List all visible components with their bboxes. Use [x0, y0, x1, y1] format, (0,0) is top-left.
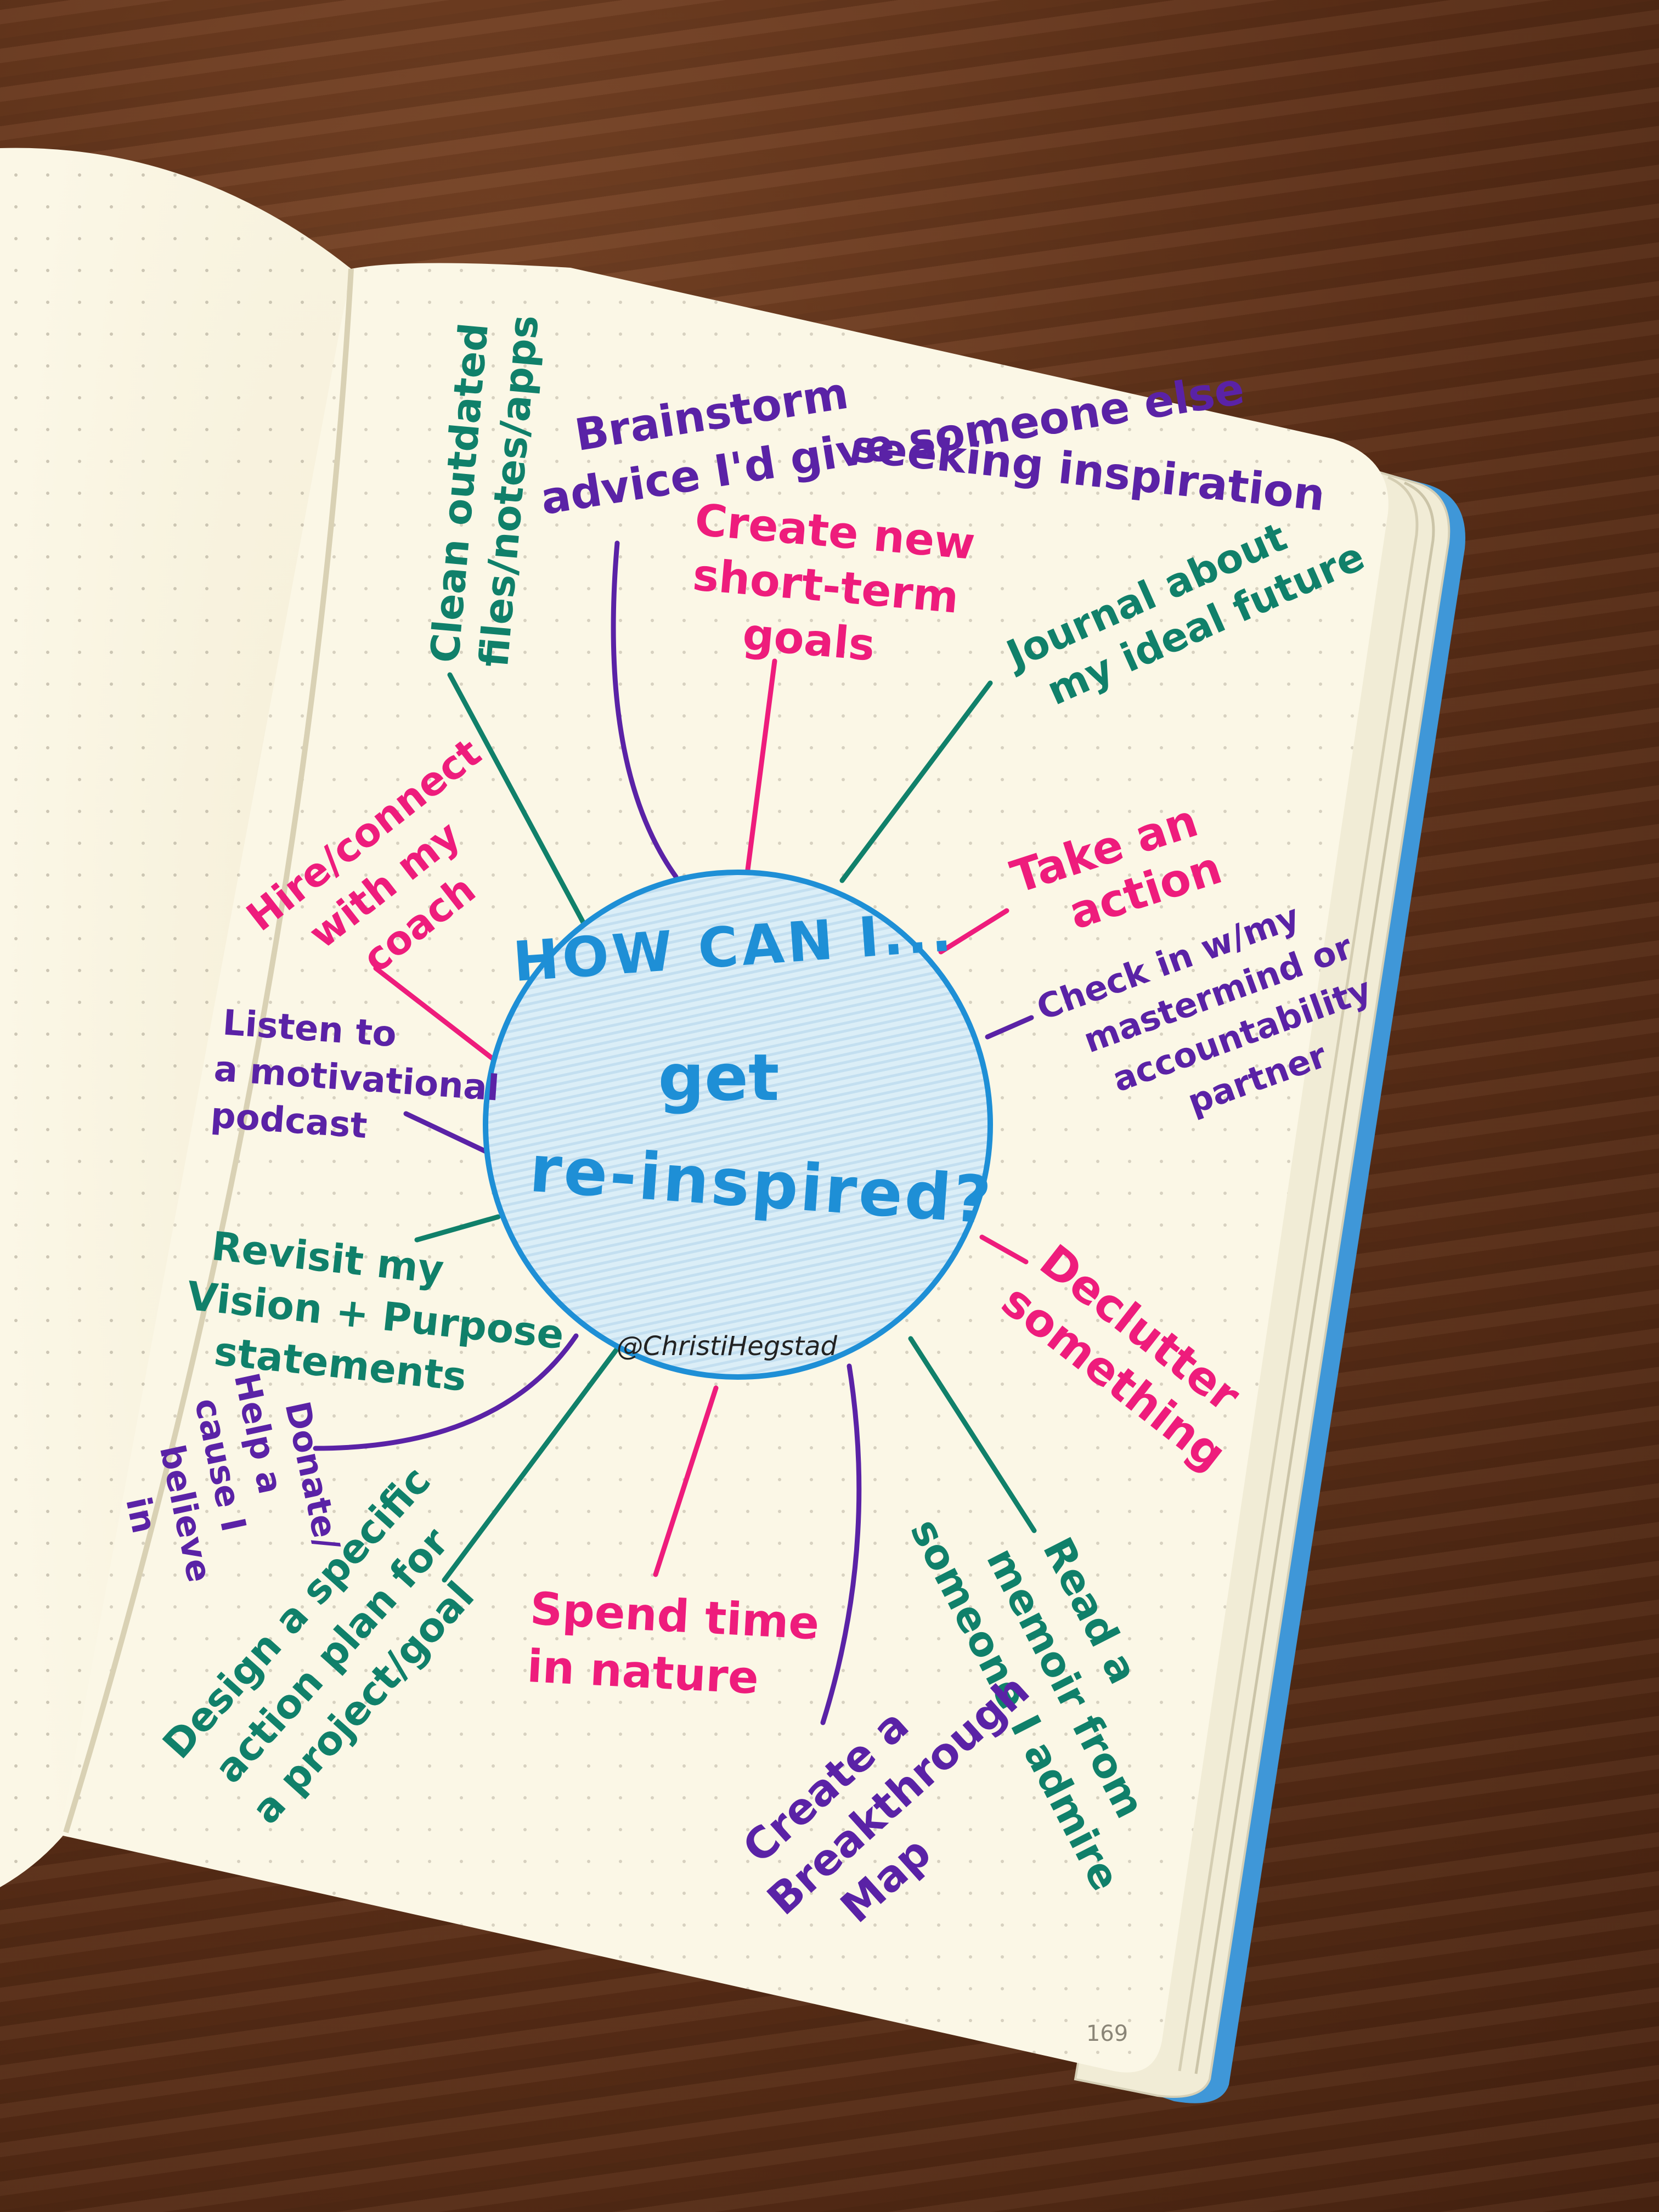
center-bubble: HOW CAN I... get re-inspired? @ChristiHe… — [483, 870, 996, 1380]
spoke-read-memoir — [908, 1336, 1037, 1533]
page-stack-edge — [1178, 476, 1419, 2072]
center-circle — [483, 870, 993, 1380]
spoke-journal — [839, 680, 993, 883]
spoke-breakthrough — [820, 1363, 862, 1725]
idea-line: goals — [741, 608, 877, 671]
book-gutter — [63, 268, 354, 1833]
spoke-podcast — [403, 1111, 490, 1155]
spoke-declutter — [979, 1234, 1029, 1265]
spoke-nature — [653, 1385, 719, 1577]
page-number: 169 — [1086, 2021, 1128, 2046]
signature: @ChristiHegstad — [617, 1331, 838, 1362]
idea-short-term-goals: Create new short-term goals — [691, 494, 977, 671]
mind-map-spokes — [313, 540, 1037, 1725]
page-stack-edge — [1194, 481, 1435, 2074]
idea-line: in — [118, 1493, 165, 1537]
spoke-check-in — [985, 1015, 1034, 1040]
spoke-revisit — [414, 1214, 501, 1243]
spoke-coach — [373, 966, 499, 1064]
center-get: get — [658, 1040, 780, 1115]
spoke-brainstorm — [611, 540, 679, 879]
spoke-clean-files — [447, 672, 587, 927]
spoke-short-term-goals — [745, 658, 777, 872]
idea-line: in nature — [526, 1640, 760, 1705]
left-page-dots — [0, 148, 351, 1888]
spoke-action-plan — [442, 1339, 625, 1583]
spoke-take-action — [938, 908, 1009, 955]
spoke-donate — [313, 1333, 579, 1451]
